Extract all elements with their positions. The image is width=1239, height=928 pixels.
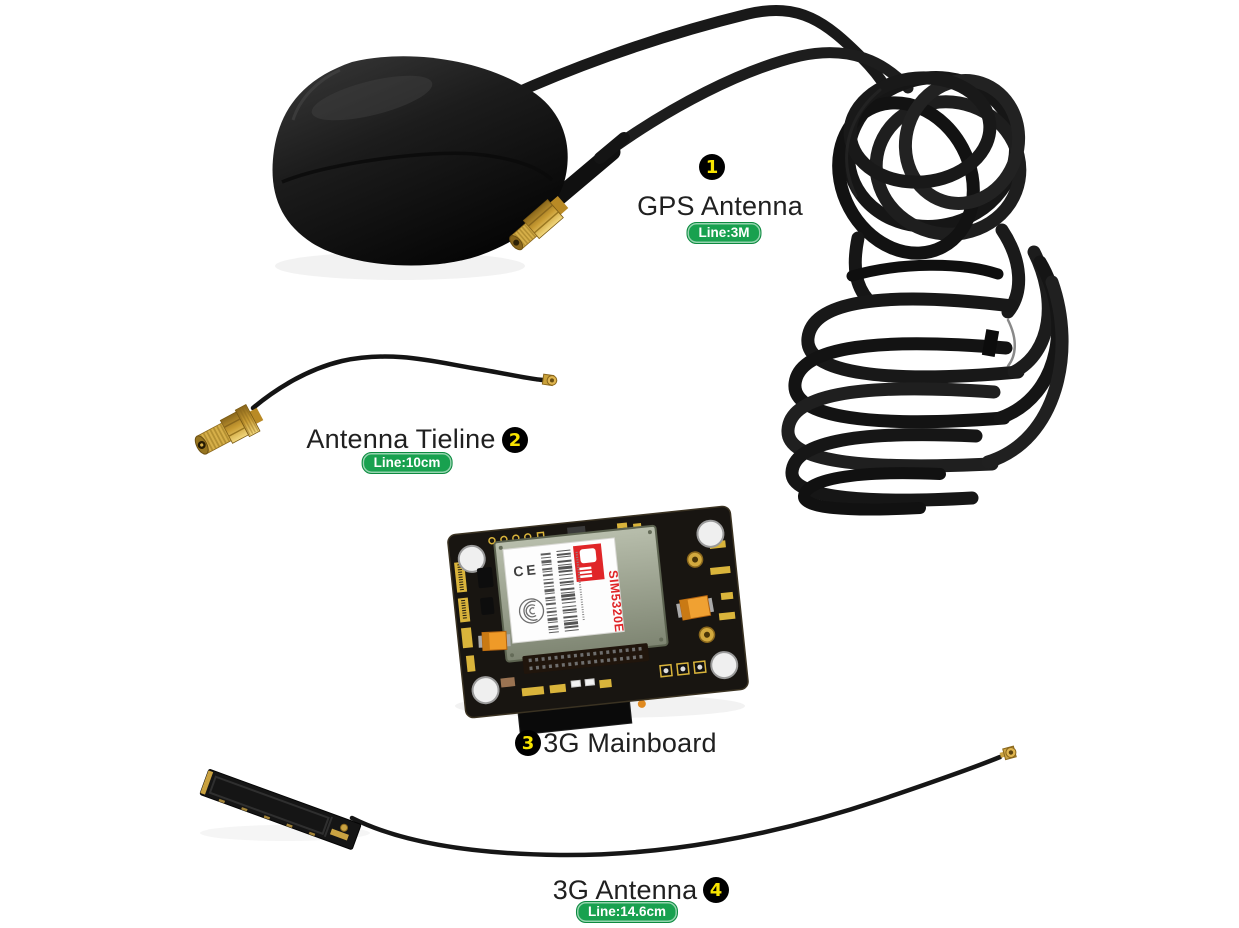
callout-1-number-badge: 1 — [699, 154, 725, 180]
mounting-holes — [457, 519, 739, 705]
sma-male-connector — [509, 195, 569, 251]
gps-cable-coil — [781, 71, 1069, 516]
callout-4-number-badge: 4 — [703, 877, 729, 903]
antenna-3g-pcb — [199, 769, 362, 850]
callout-3-number-badge: 3 — [515, 730, 541, 756]
sim-module-shield: SIM5320E CE — [493, 524, 669, 663]
module-name-text: SIM5320E — [606, 570, 626, 633]
sim-module-label: SIM5320E CE — [502, 537, 626, 644]
callout-1-label: GPS Antenna — [637, 191, 803, 221]
pad-squares — [659, 660, 707, 678]
pin-header — [522, 643, 650, 674]
antenna-3g — [199, 745, 1017, 858]
sma-female-connector — [194, 403, 264, 455]
gps-antenna-puck — [272, 56, 568, 266]
capacitor-left — [478, 630, 511, 652]
ccc-mark — [518, 598, 545, 624]
gps-cable — [486, 5, 914, 215]
ufl-connector-3g — [999, 745, 1017, 761]
callout-2-label: Antenna Tieline — [306, 424, 496, 454]
callout-4-line-badge: Line:14.6cm — [575, 901, 679, 923]
callout-3-label: 3G Mainboard — [543, 728, 717, 758]
callout-2-number-badge: 2 — [502, 427, 528, 453]
ufl-connector-tieline — [541, 373, 558, 387]
callout-1-line-badge: Line:3M — [686, 222, 762, 244]
callout-4-label: 3G Antenna — [552, 875, 698, 905]
capacitor-right — [676, 594, 715, 621]
pcb-components — [476, 551, 716, 688]
callout-2-line-badge: Line:10cm — [361, 452, 453, 474]
ce-mark: CE — [512, 561, 539, 580]
mainboard: SIM5320E CE — [447, 505, 749, 736]
antenna-tieline — [194, 354, 558, 455]
